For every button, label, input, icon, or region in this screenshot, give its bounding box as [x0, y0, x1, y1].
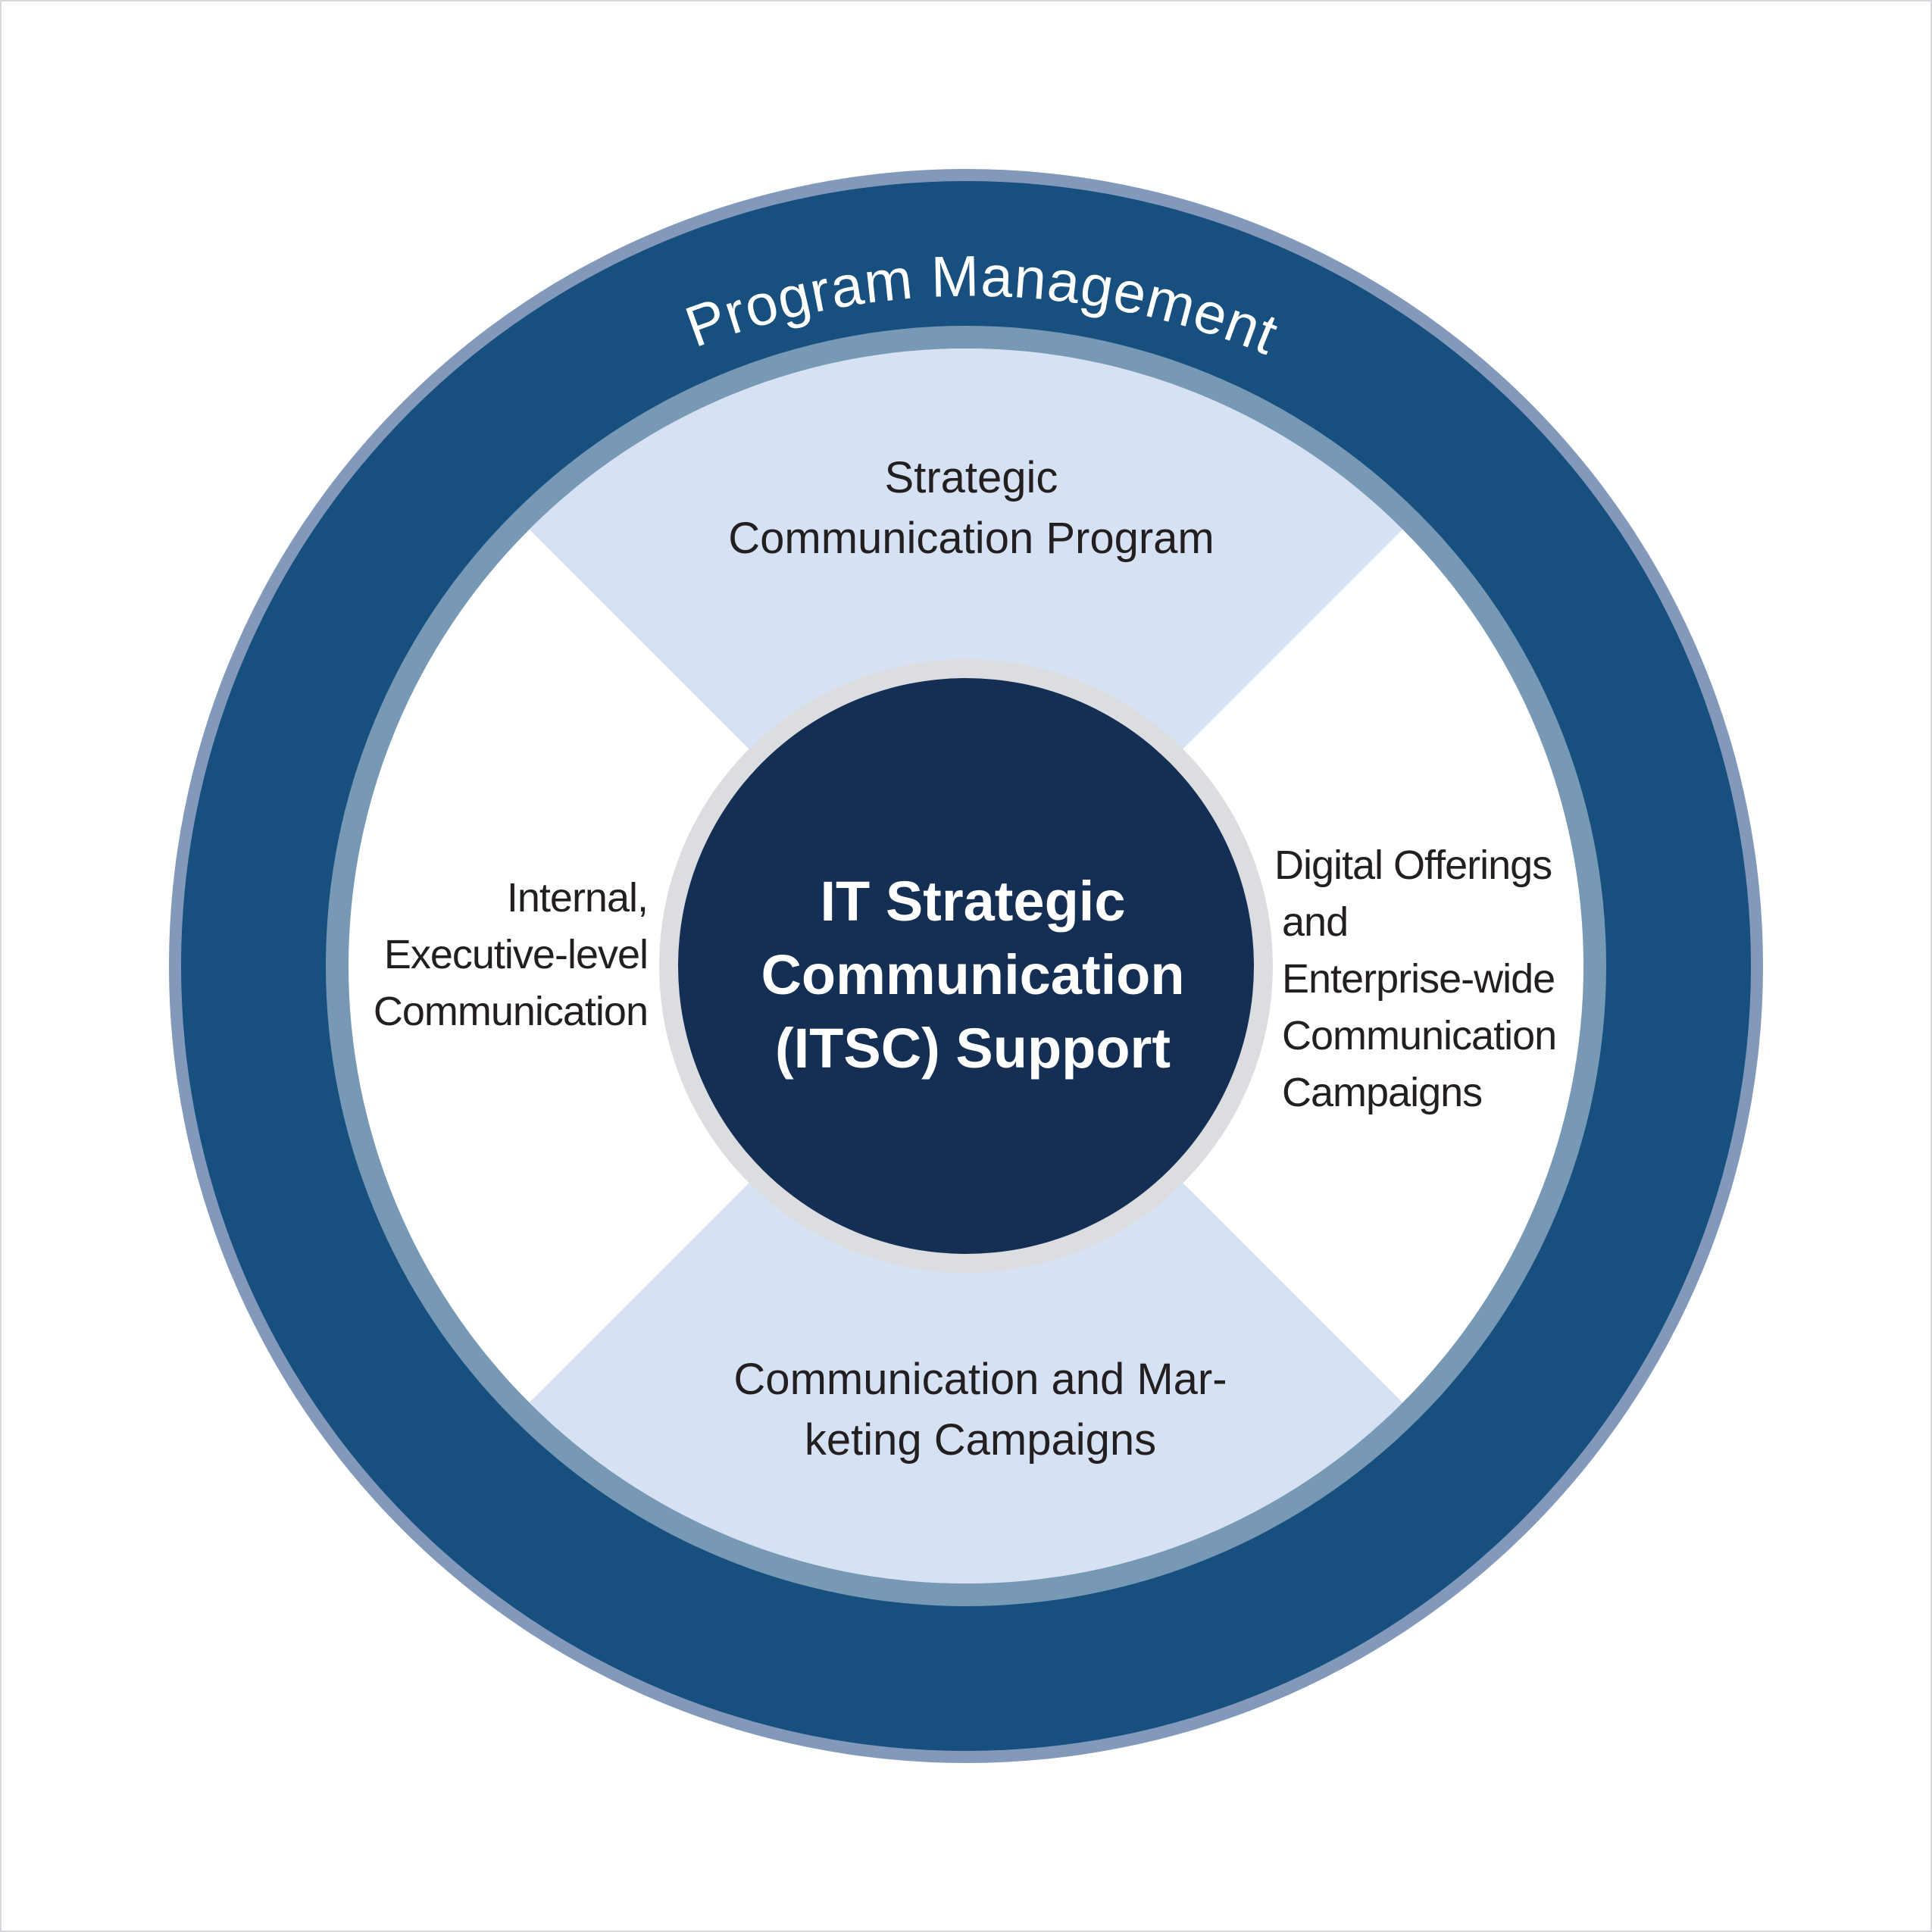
quadrant-right-label: Digital Offerings and Enterprise-wide Co… — [1274, 843, 1557, 1115]
center-line2: Communication — [761, 943, 1184, 1006]
center-line3: (ITSC) Support — [775, 1017, 1171, 1080]
quadrant-right-line1: Digital Offerings — [1274, 843, 1552, 888]
quadrant-right-line3: Enterprise-wide — [1282, 956, 1555, 1002]
quadrant-right-line2: and — [1282, 899, 1348, 945]
quadrant-left-label: Internal, Executive-level Communication — [374, 875, 649, 1034]
quadrant-bottom-line1: Communication and Mar- — [733, 1355, 1227, 1404]
quadrant-left-line2: Executive-level — [384, 932, 648, 977]
center-line1: IT Strategic — [821, 870, 1126, 933]
quadrant-top-label: Strategic Communication Program — [728, 453, 1214, 563]
quadrant-left-line3: Communication — [374, 989, 648, 1034]
quadrant-bottom-line2: keting Campaigns — [805, 1415, 1156, 1465]
quadrant-top-line1: Strategic — [885, 453, 1058, 502]
center-circle — [678, 678, 1254, 1254]
quadrant-left-line1: Internal, — [507, 875, 648, 921]
quadrant-right-line5: Campaigns — [1282, 1070, 1482, 1115]
quadrant-bottom-label: Communication and Mar- keting Campaigns — [733, 1355, 1227, 1465]
center-label: IT Strategic Communication (ITSC) Suppor… — [761, 870, 1184, 1080]
quadrant-top-line2: Communication Program — [728, 514, 1214, 563]
quadrant-right-line4: Communication — [1282, 1013, 1556, 1058]
